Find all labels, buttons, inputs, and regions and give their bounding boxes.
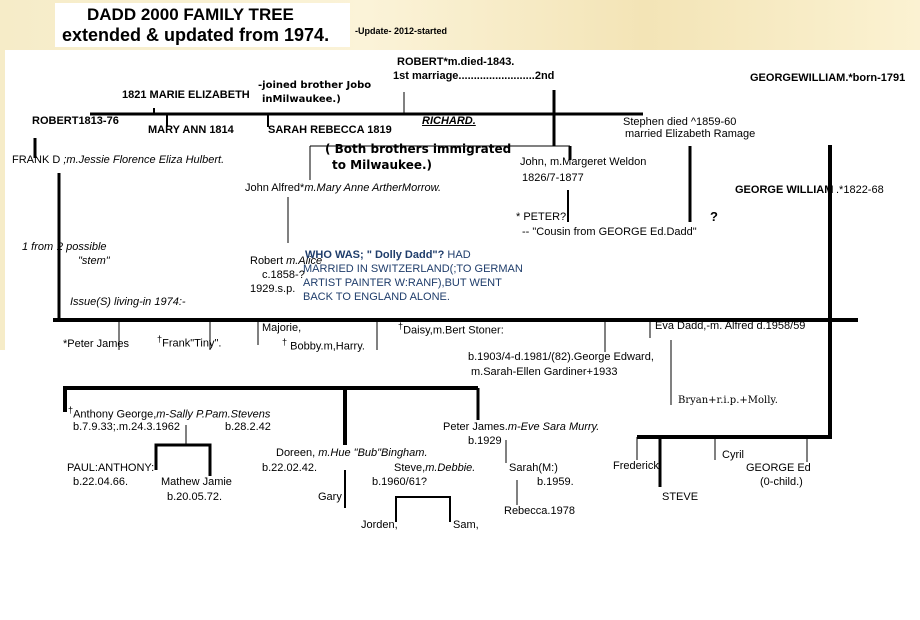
sarah-dates: b.1959. [537,476,574,488]
steve-spouse: m.Debbie. [425,462,476,474]
steve-dates: b.1960/61? [372,476,428,488]
dolly-had: HAD [444,249,471,261]
cyril: Cyril [722,449,744,461]
dagger-icon: † [398,321,404,331]
sarah-m: Sarah(M:) [509,462,558,474]
peter-james-eve: Peter James.m-Eve Sara Murry. [443,421,599,434]
richard: RICHARD. [422,115,476,127]
dolly-line-2: MARRIED IN SWITZERLAND(;TO GERMAN [303,263,523,275]
steve-upper: STEVE [662,491,699,503]
dolly-line-4: BACK TO ENGLAND ALONE. [303,291,450,303]
daisy-name: Daisy,m.Bert Stoner: [403,324,504,337]
mary-ann: MARY ANN 1814 [148,124,234,136]
majorie: Majorie, [262,322,302,334]
dolly-line-3: ARTIST PAINTER W:RANF),BUT WENT [303,277,502,289]
frank-d: FRANK D ;m.Jessie Florence Eliza Hulbert… [12,154,224,167]
sally-dates: b.28.2.42 [225,421,271,433]
robert-sp: 1929.s.p. [250,283,296,295]
dagger-icon: † [282,337,288,347]
george-william-dates: .*1822-68 [836,184,884,196]
bryan-molly: Bryan+r.i.p.+Molly. [678,395,778,406]
dagger-icon: † [157,334,163,344]
two-possible: 2 possible [57,241,107,253]
robert-died: ROBERT*m.died-1843. [397,56,515,68]
one-from: 1 from [22,241,54,253]
update-note: -Update- 2012-started [355,26,448,36]
george-edward-spouse: m.Sarah-Ellen Gardiner+1933 [471,366,618,378]
title-line1: DADD 2000 FAMILY TREE [87,5,294,24]
john-alfred-spouse: m.Mary Anne ArtherMorrow. [304,182,442,194]
paul-dates: b.22.04.66. [73,476,129,488]
question-mark: ? [710,209,718,224]
marriages-label: 1st marriage.........................2nd [393,70,555,82]
john-alfred-name: John Alfred* [245,182,305,194]
jorden: Jorden, [361,519,398,531]
mathew-dates: b.20.05.72. [167,491,223,503]
both-brothers-1: ( Both brothers immigrated [325,142,512,156]
robert-1813: ROBERT1813-76 [32,115,119,127]
anthony-name: Anthony George, [73,408,157,421]
title-box [55,3,350,47]
robert-c: c.1858-? [262,269,305,281]
john-dates: 1826/7-1877 [522,172,584,184]
cousin-note: -- "Cousin from GEORGE Ed.Dadd" [522,226,697,238]
george-william-1791: GEORGEWILLIAM.*born-1791 [750,72,906,84]
sarah-rebecca: SARAH REBECCA 1819 [268,124,392,136]
peter-james-spouse: m-Eve Sara Murry. [507,421,600,433]
doreen-dates: b.22.02.42. [262,462,318,474]
robert-alice: Robert m.Alice [250,255,322,268]
frank-tiny: †Frank"Tiny". [157,333,221,351]
title-line2: extended & updated from 1974. [62,25,330,45]
joined-note-1: -joined brother Jobo [258,80,372,91]
steve-name: Steve, [394,462,426,474]
paul-anthony: PAUL:ANTHONY: [67,462,155,474]
frederick: Frederick [613,460,659,472]
robert-name: Robert [250,255,287,267]
sam: Sam, [453,519,479,531]
george-william-1822: GEORGE WILLIAM [735,184,834,196]
eva-dadd: Eva Dadd,-m. Alfred d.1958/59 [655,320,806,332]
doreen-spouse: m.Hue "Bub"Bingham. [318,447,428,459]
robert-spouse: m.Alice [286,255,323,267]
stem: "stem" [78,255,110,267]
mathew-jamie: Mathew Jamie [161,476,232,488]
bobby-name: Bobby.m,Harry. [290,340,365,353]
george-ed-note: (0-child.) [760,476,803,488]
steve-debbie: Steve,m.Debbie. [394,462,475,475]
daisy: †Daisy,m.Bert Stoner: [398,320,504,338]
doreen: Doreen, m.Hue "Bub"Bingham. [276,447,428,460]
gary: Gary [318,491,342,503]
peter-james-name: Peter James. [443,421,508,433]
both-brothers-2: to Milwaukee.) [332,158,433,172]
john-margeret: John, m.Margeret Weldon [520,156,647,168]
john-alfred: John Alfred*m.Mary Anne ArtherMorrow. [245,182,441,195]
anthony-dates: b.7.9.33;.m.24.3.1962 [73,421,181,433]
anthony-spouse: m-Sally P.Pam.Stevens [156,408,271,421]
dolly-question: WHO WAS; " Dolly Dadd"? [305,249,445,261]
stephen-married: married Elizabeth Ramage [625,128,756,140]
frank-d-spouse: ;m.Jessie Florence Eliza Hulbert. [63,154,225,166]
rebecca: Rebecca.1978 [504,505,575,517]
joined-note-2: inMilwaukee.) [262,94,341,105]
doreen-name: Doreen, [276,447,319,459]
george-edward: b.1903/4-d.1981/(82).George Edward, [468,351,654,363]
marie-elizabeth: 1821 MARIE ELIZABETH [122,89,250,101]
frank-d-name: FRANK D [12,154,61,166]
bobby: † Bobby.m,Harry. [282,336,365,354]
dagger-icon: † [68,405,74,415]
stephen: Stephen died ^1859-60 [623,116,737,128]
anthony-george: †Anthony George,m-Sally P.Pam.Stevens [68,404,270,422]
peter-question: * PETER? [516,211,567,223]
dolly-line-1: WHO WAS; " Dolly Dadd"? HAD [305,249,471,262]
peter-james-dates: b.1929 [468,435,502,447]
peter-james-1974: *Peter James [63,338,130,350]
george-ed: GEORGE Ed [746,462,811,474]
parchment-edge [0,50,5,350]
issue-label: Issue(S) living-in 1974:- [70,296,186,308]
frank-tiny-name: Frank"Tiny". [162,337,222,350]
